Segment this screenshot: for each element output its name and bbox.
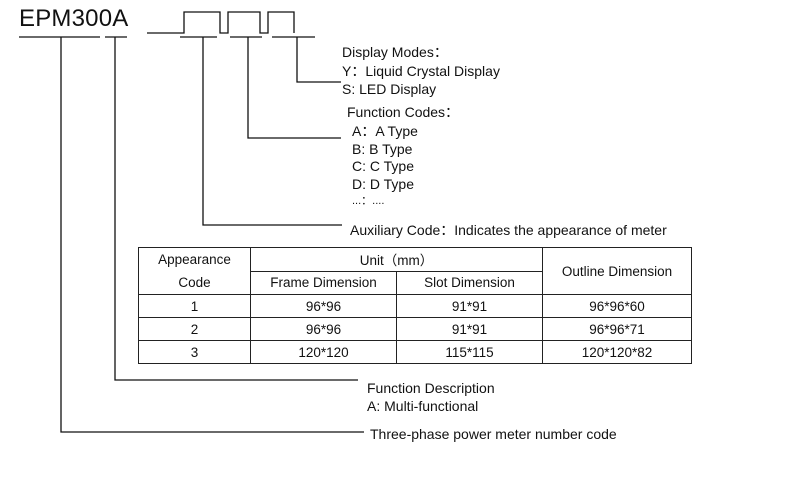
model-prefix: EPM300A xyxy=(19,5,129,32)
function-code-more: ...：.... xyxy=(352,195,385,207)
code-cell: 1 xyxy=(138,294,251,318)
dimension-table: Appearance Code Unit（mm） Outline Dimensi… xyxy=(138,247,692,364)
slot-cell: 115*115 xyxy=(396,340,543,364)
function-description-heading: Function Description xyxy=(367,380,495,396)
frame-cell: 120*120 xyxy=(250,340,397,364)
outline-cell: 96*96*60 xyxy=(542,294,692,318)
code-cell: 2 xyxy=(138,317,251,341)
function-code-d: D: D Type xyxy=(352,176,414,192)
frame-cell: 96*96 xyxy=(250,294,397,318)
table-row: 2 96*96 91*91 96*96*71 xyxy=(138,317,692,341)
unit-header: Unit（mm） xyxy=(250,247,543,272)
display-modes-heading: Display Modes： xyxy=(342,44,448,60)
outline-dimension-header: Outline Dimension xyxy=(542,247,692,295)
function-code-b: B: B Type xyxy=(352,141,413,157)
table-row: 3 120*120 115*115 120*120*82 xyxy=(138,340,692,364)
function-code-a: A：A Type xyxy=(352,123,418,139)
function-codes-heading: Function Codes： xyxy=(347,104,460,120)
code-cell: 3 xyxy=(138,340,251,364)
frame-dimension-header: Frame Dimension xyxy=(250,270,397,295)
auxiliary-code-text: Auxiliary Code：Indicates the appearance … xyxy=(350,222,667,238)
appearance-code-header: Appearance Code xyxy=(138,247,251,295)
slot-cell: 91*91 xyxy=(396,294,543,318)
display-mode-y: Y：Liquid Crystal Display xyxy=(342,63,500,79)
slot-cell: 91*91 xyxy=(396,317,543,341)
function-description-item: A: Multi-functional xyxy=(367,398,479,414)
number-code-text: Three-phase power meter number code xyxy=(370,426,617,442)
display-mode-s: S: LED Display xyxy=(342,81,437,97)
outline-cell: 96*96*71 xyxy=(542,317,692,341)
outline-cell: 120*120*82 xyxy=(542,340,692,364)
frame-cell: 96*96 xyxy=(250,317,397,341)
function-code-c: C: C Type xyxy=(352,158,414,174)
slot-dimension-header: Slot Dimension xyxy=(396,270,543,295)
table-row: 1 96*96 91*91 96*96*60 xyxy=(138,294,692,318)
